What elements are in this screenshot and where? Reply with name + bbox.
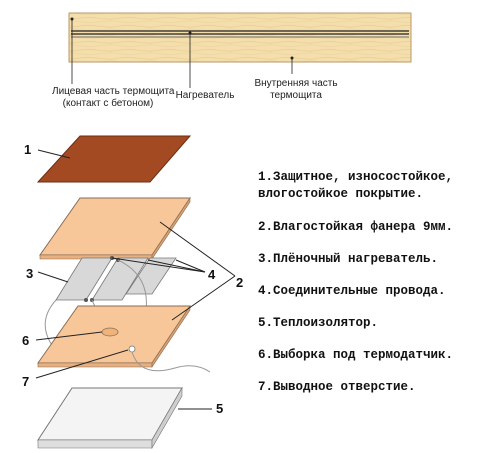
cross-section-diagram bbox=[68, 12, 412, 88]
legend-item-5: 5.Теплоизолятор. bbox=[258, 316, 379, 330]
heater-label: Нагреватель bbox=[175, 90, 235, 101]
callout-line-1 bbox=[37, 149, 71, 159]
legend-item-2: 2.Влагостойкая фанера 9мм. bbox=[258, 220, 454, 234]
face-label-line1: Лицевая часть термощита bbox=[52, 86, 175, 97]
number-1: 1 bbox=[24, 142, 31, 157]
face-label-line2: (контакт с бетоном) bbox=[62, 98, 154, 109]
face-label: Лицевая часть термощита (контакт с бетон… bbox=[52, 86, 175, 110]
callout-line-3 bbox=[37, 271, 69, 283]
number-3: 3 bbox=[26, 266, 33, 281]
heater-strip-3 bbox=[125, 257, 177, 295]
coating-layer bbox=[36, 135, 192, 183]
legend-item-3: 3.Плёночный нагреватель. bbox=[258, 252, 439, 266]
callout-line-7 bbox=[35, 349, 129, 379]
callout-line-4c bbox=[175, 259, 206, 273]
number-4: 4 bbox=[208, 267, 216, 282]
legend-item-6: 6.Выборка под термодатчик. bbox=[258, 348, 454, 362]
callout-line-4b bbox=[147, 259, 206, 273]
legend: 1.Защитное, износостойкое, влогостойкое … bbox=[258, 170, 473, 395]
sensor-recess bbox=[101, 327, 119, 337]
heater-strip-2 bbox=[91, 257, 149, 301]
cross-section-board bbox=[68, 12, 412, 63]
legend-item-4: 4.Соединительные провода. bbox=[258, 284, 446, 298]
inner-label-line1: Внутренняя часть bbox=[254, 78, 338, 89]
callout-line-2b bbox=[171, 275, 236, 321]
outlet-hole bbox=[128, 345, 136, 353]
inner-label: Внутренняя часть термощита bbox=[246, 78, 346, 102]
callout-line-2a bbox=[159, 221, 236, 277]
exploded-layers-diagram: 1 2 3 4 5 6 7 bbox=[22, 135, 243, 450]
number-6: 6 bbox=[22, 333, 29, 348]
number-5: 5 bbox=[216, 401, 223, 416]
callout-line-6 bbox=[35, 331, 103, 341]
legend-item-7: 7.Выводное отверстие. bbox=[258, 380, 416, 394]
legend-item-1a: 1.Защитное, износостойкое, bbox=[258, 170, 454, 184]
number-2: 2 bbox=[236, 275, 243, 290]
number-7: 7 bbox=[22, 374, 29, 389]
plywood-upper-layer bbox=[39, 197, 191, 256]
inner-label-line2: термощита bbox=[270, 90, 322, 101]
legend-item-1b: влогостойкое покрытие. bbox=[258, 187, 424, 201]
callout-line-4a bbox=[111, 257, 206, 273]
